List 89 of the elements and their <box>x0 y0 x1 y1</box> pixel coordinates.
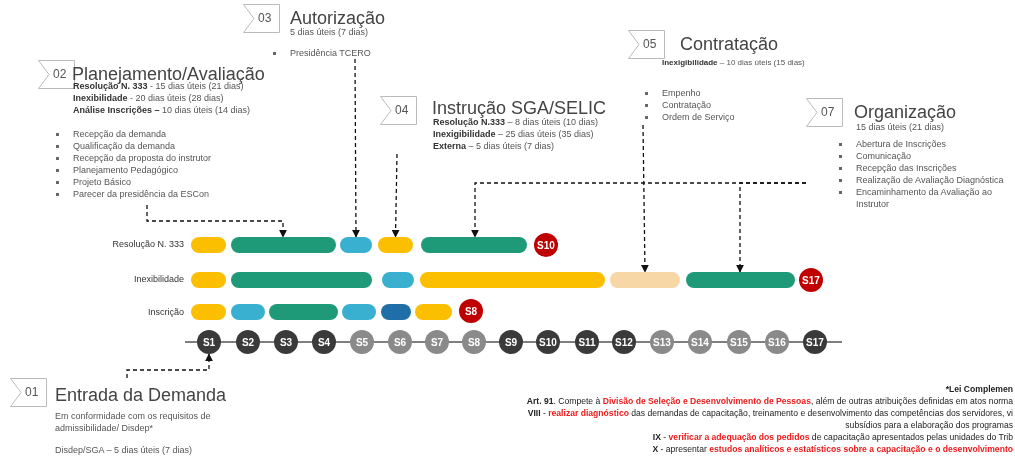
duration-text: Externa – 5 dias úteis (7 dias) <box>433 140 556 152</box>
stage-marker: S16 <box>765 330 789 354</box>
note-text: IX - verificar a adequação dos pedidos de capacitação apresentados pelas unidades do Trib <box>652 432 1013 442</box>
bullet-item: Recepção das Inscrições <box>834 162 1015 174</box>
stage-marker: S4 <box>312 330 336 354</box>
step-number: 01 <box>25 385 39 399</box>
phase-bar <box>342 304 376 320</box>
bullet-item: Qualificação da demanda <box>51 140 268 152</box>
bullet-item: Planejamento Pedagógico <box>51 164 268 176</box>
bullet-item: Projeto Básico <box>51 176 268 188</box>
bullet-item: Contratação <box>640 99 805 111</box>
note-text: Art. 91. Compete à Divisão de Seleção e Desenvolvimento de Pessoas, além de outras atribuições definidas em atos norma <box>526 396 1013 406</box>
stage-marker: S6 <box>388 330 412 354</box>
stage-marker: S11 <box>575 330 599 354</box>
stage-marker: S14 <box>688 330 712 354</box>
note-text: *Lei Complemen <box>945 384 1013 394</box>
phase-bar <box>382 272 414 288</box>
stage-marker: S8 <box>462 330 486 354</box>
bullet-item: Parecer da presidência da ESCon <box>51 188 268 200</box>
stage-marker: S3 <box>274 330 298 354</box>
bullet-item: Abertura de Inscrições <box>834 138 1015 150</box>
step-number: 04 <box>395 103 409 117</box>
phase-bar <box>420 272 605 288</box>
phase-bar <box>231 304 265 320</box>
duration-text: Inexigibilidade – 25 dias úteis (35 dias) <box>433 128 595 140</box>
stage-marker: S5 <box>350 330 374 354</box>
step-number: 02 <box>53 67 67 81</box>
step-number: 03 <box>258 11 272 25</box>
note-text: subsídios para a elaboração dos programas <box>845 420 1013 430</box>
connector-arrow <box>146 204 287 238</box>
note-text: VIII - realizar diagnóstico das demandas de capacitação, treinamento e desenvolvimento das competências dos servidores, vi <box>527 408 1013 418</box>
bullet-item: Presidência TCERO <box>268 47 415 59</box>
duration-text: Resolução N.333 – 8 dias úteis (10 dias) <box>433 117 600 128</box>
phase-bar <box>610 272 680 288</box>
duration-text: Inexibilidade - 20 dias úteis (28 dias) <box>73 92 225 104</box>
end-marker: S17 <box>799 268 823 292</box>
bullet-item: Ordem de Serviço <box>640 111 805 123</box>
bullet-item: Recepção da demanda <box>51 128 268 140</box>
step-number: 07 <box>821 105 835 119</box>
duration-text: 5 dias úteis (7 dias) <box>290 27 369 38</box>
bullet-item: Empenho <box>640 87 805 99</box>
duration-text: Em conformidade com os requisitos de admissibilidade/ Disdep* <box>55 410 212 434</box>
bullet-item: Recepção da proposta do instrutor <box>51 152 268 164</box>
connector-arrow <box>641 124 649 273</box>
stage-marker: S9 <box>499 330 523 354</box>
bullet-item: Realização de Avaliação Diagnóstica <box>834 174 1015 186</box>
phase-bar <box>340 237 372 253</box>
phase-bar <box>415 304 452 320</box>
step-title: Organização <box>854 103 957 121</box>
phase-bar <box>686 272 795 288</box>
row-label: Resolução N. 333 <box>112 239 184 249</box>
phase-bar <box>191 272 226 288</box>
phase-bar <box>421 237 527 253</box>
phase-bar <box>191 304 226 320</box>
stage-marker: S12 <box>612 330 636 354</box>
phase-bar <box>378 237 413 253</box>
stage-marker: S7 <box>425 330 449 354</box>
stage-marker: S17 <box>803 330 827 354</box>
note-text: X - apresentar estudos analíticos e estatísticos sobre a capacitação e o desenvolvimento <box>652 444 1013 454</box>
step-title: Planejamento/Avaliação <box>72 65 265 83</box>
connector-arrow <box>391 153 400 238</box>
row-label: Inscrição <box>148 307 184 317</box>
bullet-item: Encaminhamento da Avaliação ao Instrutor <box>834 186 1015 210</box>
phase-bar <box>191 237 226 253</box>
duration-text: Disdep/SGA – 5 dias úteis (7 dias) <box>55 444 194 456</box>
stage-marker: S15 <box>727 330 751 354</box>
connector-arrow <box>352 58 360 238</box>
connector-arrow <box>736 182 807 273</box>
phase-bar <box>381 304 411 320</box>
stage-marker: S13 <box>650 330 674 354</box>
stage-marker: S1 <box>197 330 221 354</box>
end-marker: S8 <box>459 299 483 323</box>
end-marker: S10 <box>534 233 558 257</box>
phase-bar <box>231 272 372 288</box>
bullet-item: Comunicação <box>834 150 1015 162</box>
step-number: 05 <box>643 37 657 51</box>
phase-bar <box>269 304 338 320</box>
duration-text: 15 dias úteis (21 dias) <box>856 122 946 133</box>
step-title: Autorização <box>290 9 386 27</box>
phase-bar <box>231 237 336 253</box>
step-title: Instrução SGA/SELIC <box>432 99 607 117</box>
step-title: Contratação <box>680 35 779 53</box>
connector-arrow <box>126 353 213 379</box>
step-title: Entrada da Demanda <box>55 386 227 404</box>
stage-marker: S10 <box>536 330 560 354</box>
stage-marker: S2 <box>236 330 260 354</box>
duration-text: Análise Inscrições – 10 dias úteis (14 dias) <box>73 104 252 116</box>
duration-text: Inexigibilidade – 10 dias úteis (15 dias) <box>662 57 805 69</box>
row-label: Inexibilidade <box>133 274 184 284</box>
